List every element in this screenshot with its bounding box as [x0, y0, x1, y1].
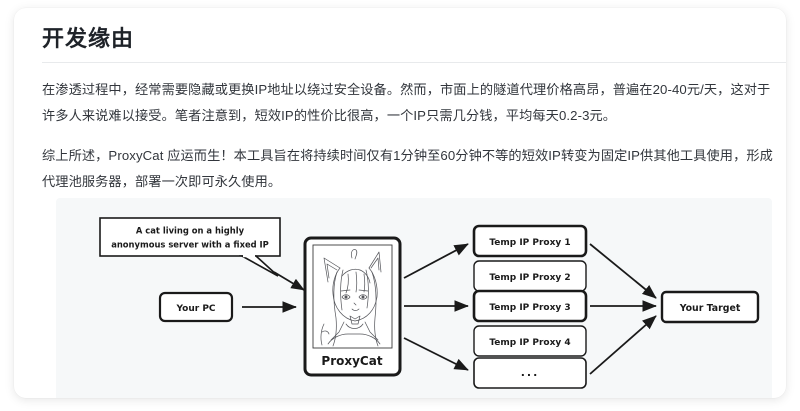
- speech-bubble-line-1: A cat living on a highly: [136, 226, 245, 236]
- your-target-box: Your Target: [660, 290, 760, 324]
- proxycat-box: ProxyCat: [303, 236, 402, 377]
- proxy-box-2-label: Temp IP Proxy 2: [489, 273, 570, 283]
- speech-bubble: A cat living on a highly anonymous serve…: [99, 217, 281, 277]
- bubble-pointer-arrow: [273, 271, 305, 291]
- proxy-box-3-label: Temp IP Proxy 3: [489, 303, 570, 313]
- speech-bubble-tail: [238, 255, 279, 277]
- proxy-box-more-label: ...: [521, 366, 540, 379]
- speech-bubble-line-2: anonymous server with a fixed IP: [111, 240, 269, 250]
- proxycat-to-proxy1-arrow: [403, 243, 469, 279]
- architecture-diagram: A cat living on a highly anonymous serve…: [56, 198, 772, 398]
- proxy-box-4-label: Temp IP Proxy 4: [489, 338, 570, 348]
- proxycat-to-proxy-more-arrow: [403, 337, 469, 371]
- paragraph-1: 在渗透过程中，经常需要隐藏或更换IP地址以绕过安全设备。然而，市面上的隧道代理价…: [42, 82, 771, 123]
- proxy-box-1-label: Temp IP Proxy 1: [489, 238, 570, 248]
- diagram-canvas: A cat living on a highly anonymous serve…: [99, 217, 760, 389]
- paragraph-2: 综上所述，ProxyCat 应运而生！本工具旨在将持续时间仅有1分钟至60分钟不…: [42, 148, 773, 189]
- proxy-box-2: Temp IP Proxy 2: [473, 260, 587, 292]
- proxy-more-to-target-arrow: [589, 315, 657, 375]
- card-content: 开发缘由 在渗透过程中，经常需要隐藏或更换IP地址以绕过安全设备。然而，市面上的…: [42, 24, 786, 398]
- catgirl-illustration: [320, 249, 382, 347]
- proxy-box-3: Temp IP Proxy 3: [472, 289, 588, 323]
- proxy-box-more: ...: [473, 357, 587, 389]
- proxy-box-4: Temp IP Proxy 4: [473, 325, 587, 357]
- proxy1-to-target-arrow: [589, 243, 657, 299]
- your-target-label: Your Target: [679, 303, 741, 314]
- your-pc-label: Your PC: [175, 304, 215, 314]
- page-title: 开发缘由: [42, 26, 135, 51]
- proxycat-label: ProxyCat: [321, 354, 382, 368]
- title-divider: [42, 62, 786, 63]
- article-card: 开发缘由 在渗透过程中，经常需要隐藏或更换IP地址以绕过安全设备。然而，市面上的…: [14, 8, 786, 398]
- proxy-box-1: Temp IP Proxy 1: [472, 224, 588, 258]
- your-pc-box: Your PC: [158, 291, 234, 323]
